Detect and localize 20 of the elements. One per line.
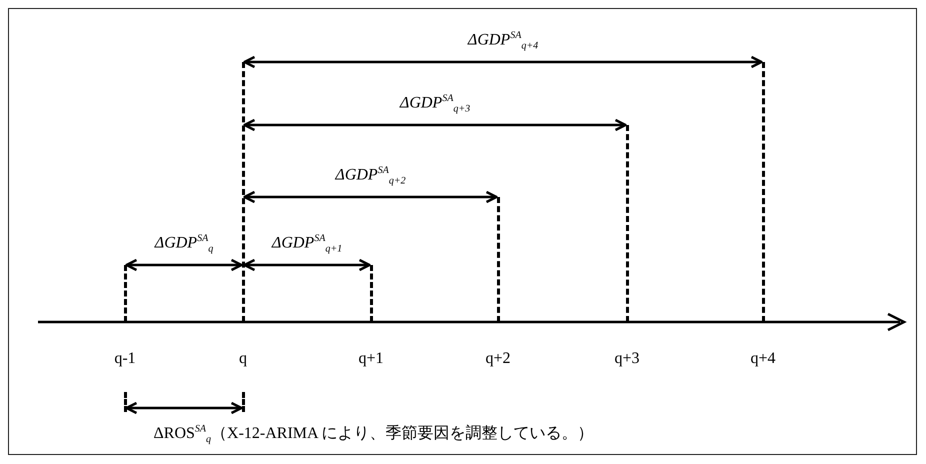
dashed-line bbox=[242, 62, 244, 322]
dashed-line bbox=[124, 392, 126, 412]
dashed-line bbox=[626, 125, 628, 322]
tick-label: q bbox=[239, 350, 247, 368]
dashed-line bbox=[124, 265, 126, 322]
dashed-line bbox=[242, 392, 244, 412]
tick-label: q+2 bbox=[485, 350, 511, 368]
double-arrow bbox=[125, 258, 243, 272]
double-arrow bbox=[243, 56, 763, 68]
double-arrow bbox=[125, 402, 243, 414]
dashed-line bbox=[370, 265, 372, 322]
tick-label: q+3 bbox=[614, 350, 640, 368]
double-arrow bbox=[243, 258, 371, 272]
double-arrow bbox=[243, 190, 498, 204]
dashed-line bbox=[762, 62, 764, 322]
dashed-line bbox=[496, 197, 500, 322]
tick-label: q+1 bbox=[358, 350, 384, 368]
tick-label: q-1 bbox=[114, 350, 136, 368]
double-arrow bbox=[243, 118, 627, 132]
tick-label: q+4 bbox=[750, 350, 776, 368]
